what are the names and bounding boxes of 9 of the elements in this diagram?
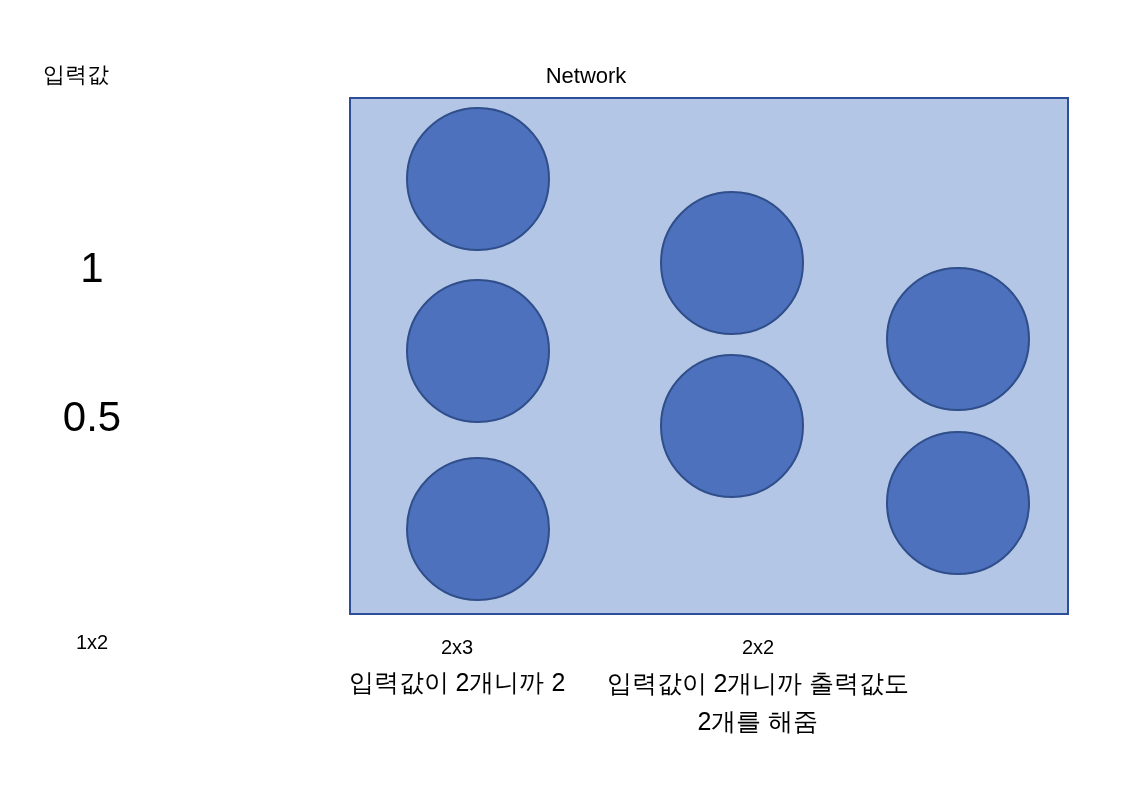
label-text: 2x3: [439, 635, 475, 660]
network-heading: Network: [544, 62, 628, 90]
label-text: 입력값이 2개니까 출력값도 2개를 해줌: [605, 668, 911, 737]
label-text: 입력값: [42, 61, 110, 89]
label-text: 1: [79, 243, 105, 293]
label-text: 1x2: [74, 630, 110, 655]
label-text: 0.5: [61, 392, 123, 442]
label-text: 입력값이 2개니까 2: [347, 667, 567, 698]
label-text: 2x2: [740, 635, 776, 660]
